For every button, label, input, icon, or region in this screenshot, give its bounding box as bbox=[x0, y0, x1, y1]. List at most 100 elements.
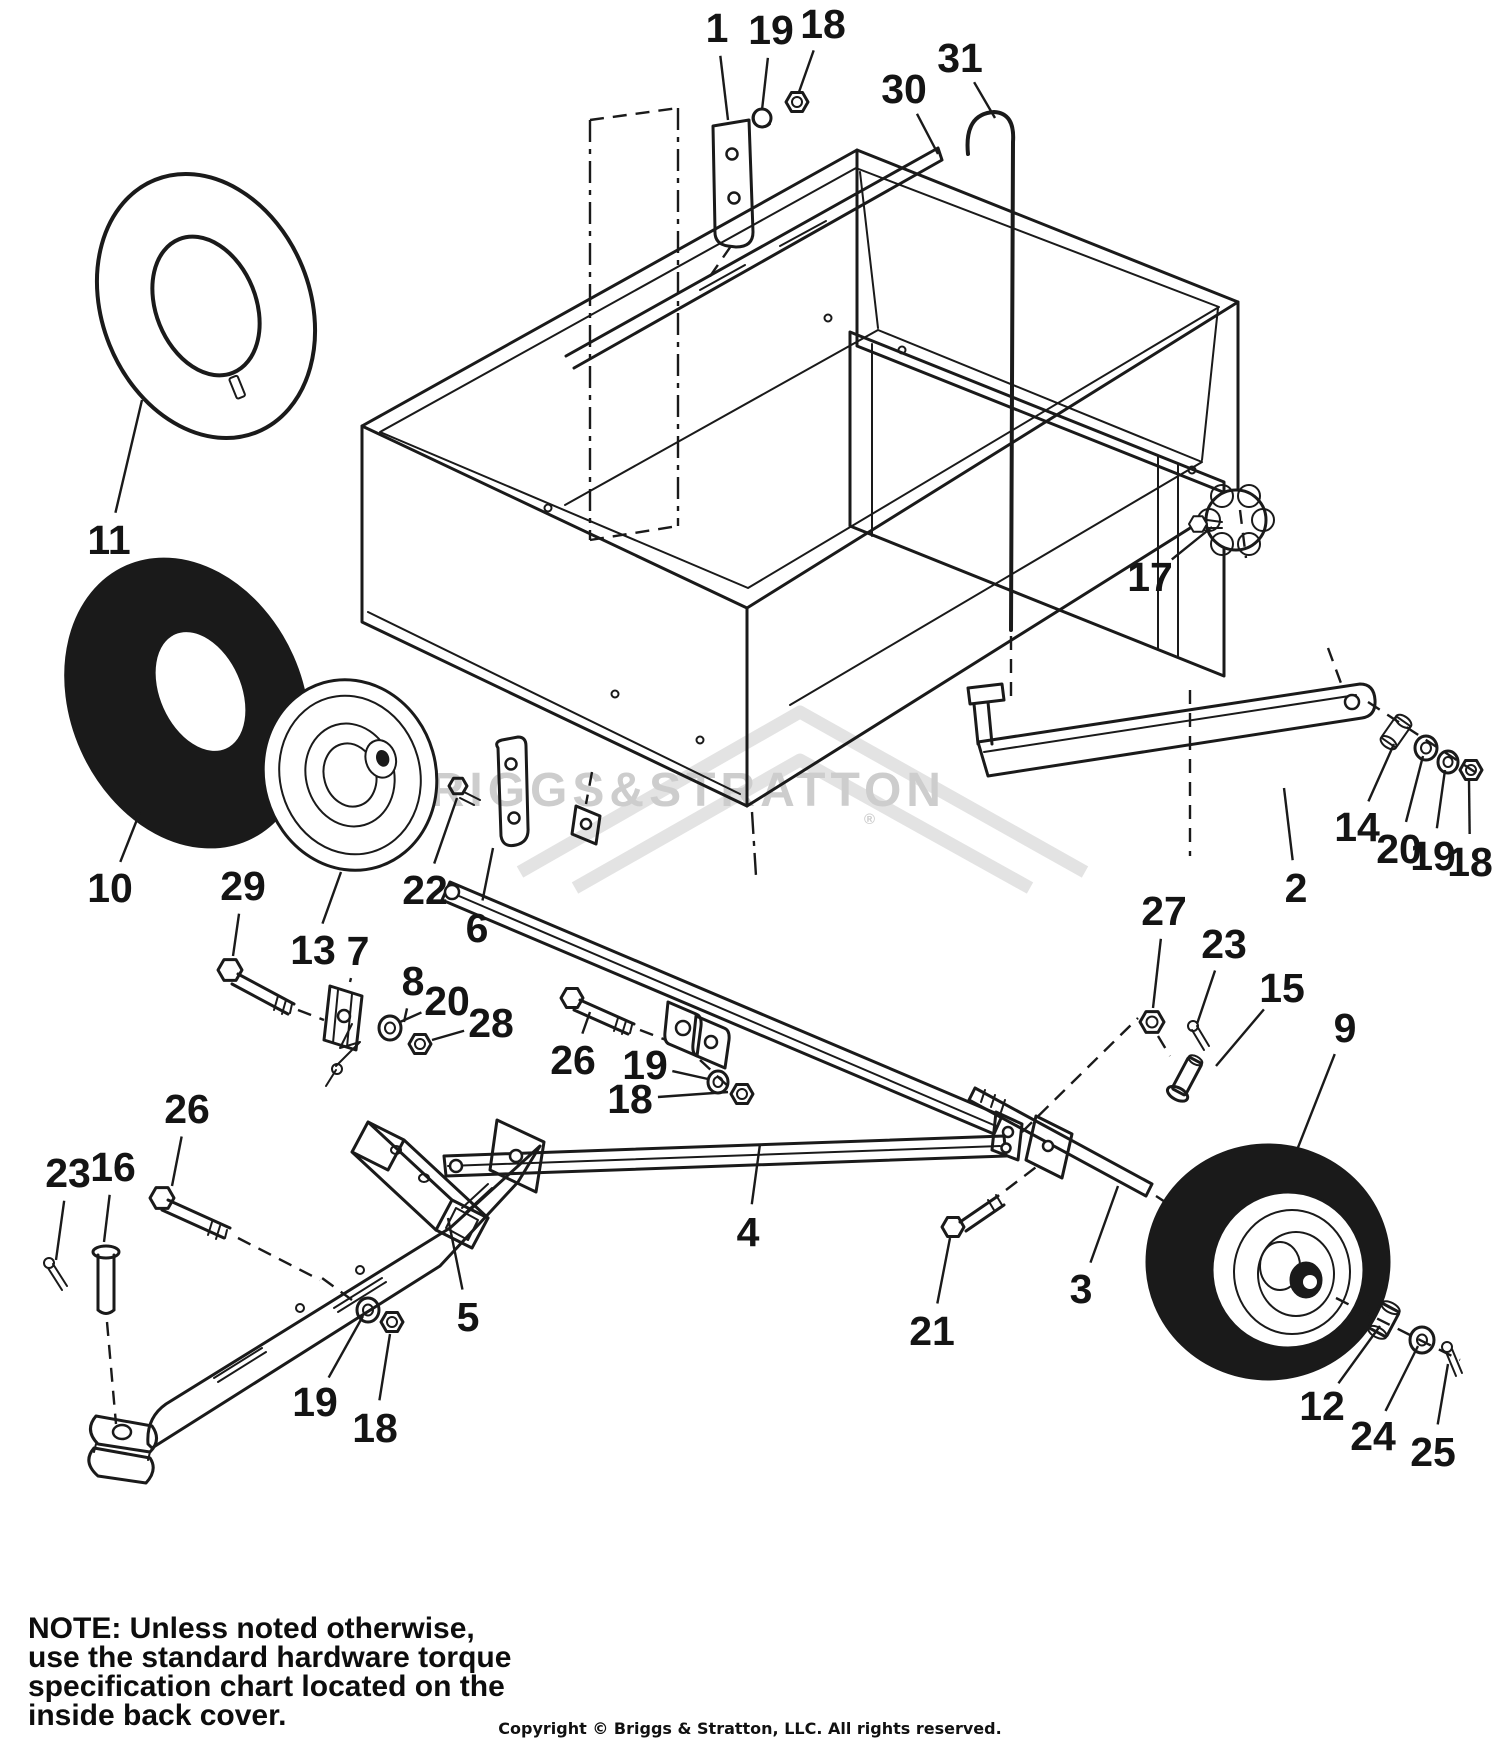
bolt-29-threads bbox=[273, 995, 293, 1015]
part-number-26: 26 bbox=[550, 1037, 596, 1083]
bolt-29-dash bbox=[297, 1008, 325, 1022]
tongue-slots bbox=[213, 1183, 493, 1383]
side-rail-30 bbox=[564, 146, 944, 370]
part-number-19: 19 bbox=[1410, 833, 1456, 879]
bolt-26-shank bbox=[160, 1198, 232, 1240]
part-number-30: 30 bbox=[881, 66, 927, 112]
part-number-2: 2 bbox=[1285, 865, 1308, 911]
bolt-21-threads bbox=[987, 1194, 1003, 1211]
bed-hole bbox=[823, 313, 833, 323]
callout-leader-21 bbox=[936, 1237, 952, 1304]
washer-hole bbox=[1442, 756, 1454, 768]
bed-top-rim-outer bbox=[360, 148, 1240, 610]
part-number-5: 5 bbox=[457, 1294, 480, 1340]
callout-leader-25 bbox=[1436, 1363, 1450, 1425]
callout-leader-27 bbox=[1151, 938, 1163, 1009]
push-nut-detail bbox=[752, 111, 771, 129]
tube-hole bbox=[390, 1145, 402, 1155]
callout-leader-23 bbox=[1195, 970, 1217, 1025]
bolt-29-shank bbox=[230, 972, 296, 1016]
part-number-19: 19 bbox=[748, 7, 794, 53]
axle-rod-3 bbox=[967, 1086, 1154, 1198]
clevis-pin-15 bbox=[1165, 1054, 1204, 1103]
axle-clamp bbox=[1024, 1114, 1074, 1180]
washer-hole bbox=[384, 1021, 396, 1035]
hitch-pin-16-head bbox=[91, 1244, 121, 1260]
lock-nut-18 bbox=[379, 1311, 405, 1333]
note-line-1: NOTE: Unless noted otherwise, bbox=[28, 1612, 475, 1645]
part-number-18: 18 bbox=[800, 1, 846, 47]
part-number-15: 15 bbox=[1259, 965, 1305, 1011]
note-line-2: use the standard hardware torque bbox=[28, 1641, 511, 1674]
nut-hole bbox=[386, 1316, 398, 1328]
washer-hole bbox=[362, 1303, 374, 1317]
washer-19 bbox=[355, 1296, 381, 1324]
callout-leader-16 bbox=[102, 1194, 111, 1243]
hinge-bracket-group bbox=[447, 735, 530, 848]
callout-leader-12 bbox=[1337, 1325, 1381, 1385]
washer-dash bbox=[321, 1277, 353, 1301]
side-rail-30-slot bbox=[699, 220, 827, 291]
washer-20 bbox=[1413, 734, 1439, 762]
bed-back-right-panel bbox=[855, 148, 1240, 500]
spring-clip-8 bbox=[325, 1023, 361, 1087]
callout-leader-9 bbox=[1295, 1053, 1336, 1151]
knob-lobe bbox=[1237, 484, 1261, 508]
callout-leader-18 bbox=[378, 1333, 392, 1401]
frame-alignment-dashes bbox=[584, 771, 1139, 1133]
hitch-hole bbox=[111, 1423, 133, 1441]
cotter-loop bbox=[43, 1257, 55, 1269]
frame-link-plate bbox=[488, 1118, 546, 1194]
spring-loop bbox=[331, 1063, 343, 1075]
bolt-26-head bbox=[559, 987, 585, 1009]
callout-leader-20 bbox=[399, 1011, 422, 1024]
part-number-18: 18 bbox=[607, 1076, 653, 1122]
part-number-11: 11 bbox=[87, 517, 130, 563]
callout-leader-10 bbox=[119, 811, 142, 863]
clamp-hole bbox=[1041, 1139, 1055, 1153]
note-line-4: inside back cover. bbox=[28, 1699, 286, 1732]
washer-24 bbox=[1408, 1325, 1436, 1355]
nut-hole bbox=[791, 96, 803, 108]
part-number-20: 20 bbox=[424, 978, 470, 1024]
washer-20 bbox=[377, 1014, 403, 1042]
clevis-dashes bbox=[639, 1028, 731, 1089]
spacer-14 bbox=[1379, 713, 1413, 751]
wheel-hub-bore bbox=[1303, 1275, 1317, 1289]
note-block: NOTE: Unless noted otherwise, use the st… bbox=[28, 1612, 511, 1732]
nut-hole bbox=[736, 1088, 748, 1100]
pin-16-alignment bbox=[105, 1321, 118, 1425]
callout-leader-11 bbox=[114, 399, 144, 514]
washer-hole bbox=[712, 1076, 724, 1088]
part-number-7: 7 bbox=[347, 928, 370, 974]
part-number-18: 18 bbox=[352, 1405, 398, 1451]
wheel-rim-ring bbox=[1233, 1209, 1351, 1335]
callout-leader-2 bbox=[1282, 787, 1294, 861]
part-number-19: 19 bbox=[292, 1379, 338, 1425]
callout-leader-19 bbox=[672, 1069, 709, 1081]
rail-hole bbox=[1343, 693, 1361, 711]
callout-leader-17 bbox=[1171, 526, 1213, 561]
tongue-hole bbox=[355, 1265, 365, 1275]
note-line-3: specification chart located on the bbox=[28, 1670, 505, 1703]
callout-leader-7 bbox=[348, 977, 353, 983]
lock-nut-28 bbox=[407, 1033, 433, 1055]
briggs-stratton-watermark: BRIGGS&STRATTON ® bbox=[390, 705, 1089, 894]
callout-leader-6 bbox=[481, 847, 495, 901]
cart-bed-box bbox=[360, 106, 1240, 877]
callout-leader-28 bbox=[431, 1029, 465, 1042]
axle-threads bbox=[980, 1089, 1006, 1113]
part-number-28: 28 bbox=[468, 1000, 514, 1046]
hook-rod-31 bbox=[965, 110, 1016, 700]
tongue-hole bbox=[295, 1303, 305, 1313]
washer-19 bbox=[1436, 749, 1460, 775]
cotter-pin-25 bbox=[1445, 1348, 1463, 1377]
rail-inner-line bbox=[983, 694, 1357, 753]
callout-leader-20 bbox=[1404, 755, 1425, 823]
wheel-hardware-dash bbox=[1335, 1296, 1461, 1362]
lock-nut-18 bbox=[729, 1083, 755, 1105]
panel-alignment-dashes bbox=[1188, 509, 1344, 856]
bed-bottom-front-edge bbox=[745, 496, 1240, 808]
